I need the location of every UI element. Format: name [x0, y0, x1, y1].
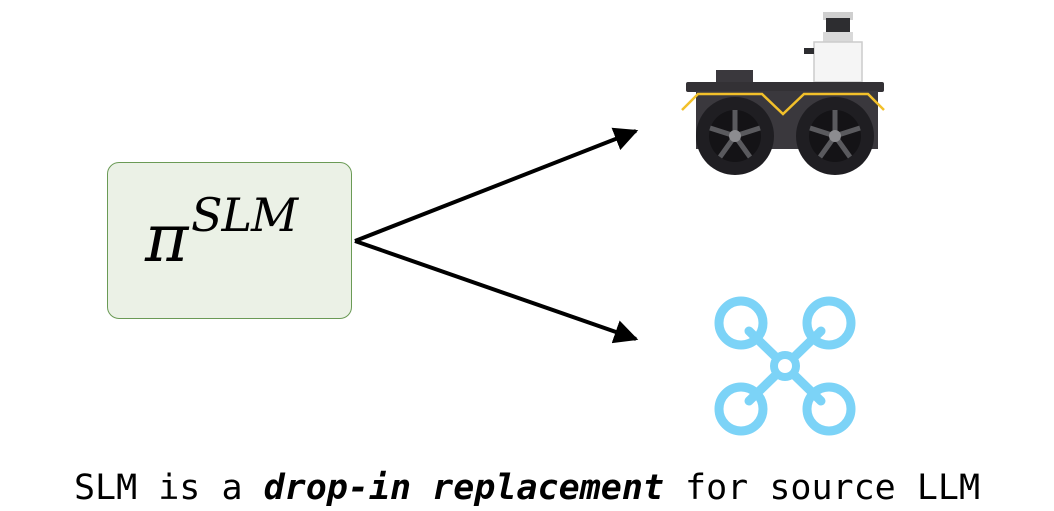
- robot-sensor-cap: [823, 12, 853, 20]
- robot-mast: [813, 41, 863, 83]
- policy-symbol: π: [145, 200, 189, 277]
- robot-payload: [716, 70, 753, 84]
- arrow-to-robot: [354, 127, 639, 243]
- robot-wheel-left: [696, 97, 774, 175]
- robot-deck: [686, 82, 884, 92]
- policy-label: π SLM: [145, 186, 345, 296]
- arrows: [354, 127, 639, 344]
- robot-wheel-right: [796, 97, 874, 175]
- caption-suffix: for source LLM: [663, 468, 981, 508]
- policy-box: [107, 162, 352, 319]
- caption-emphasis: drop-in replacement: [263, 468, 664, 508]
- quadcopter-drone-icon: [714, 296, 856, 436]
- ground-robot-icon: [681, 12, 885, 175]
- robot-lidar: [826, 18, 850, 32]
- robot-trim: [681, 92, 885, 116]
- policy-superscript: SLM: [191, 188, 298, 242]
- robot-sensor-base: [823, 32, 853, 42]
- arrow-to-drone: [354, 239, 639, 344]
- caption: SLM is a drop-in replacement for source …: [0, 466, 1054, 511]
- robot-camera: [804, 48, 814, 54]
- caption-prefix: SLM is a: [73, 468, 264, 508]
